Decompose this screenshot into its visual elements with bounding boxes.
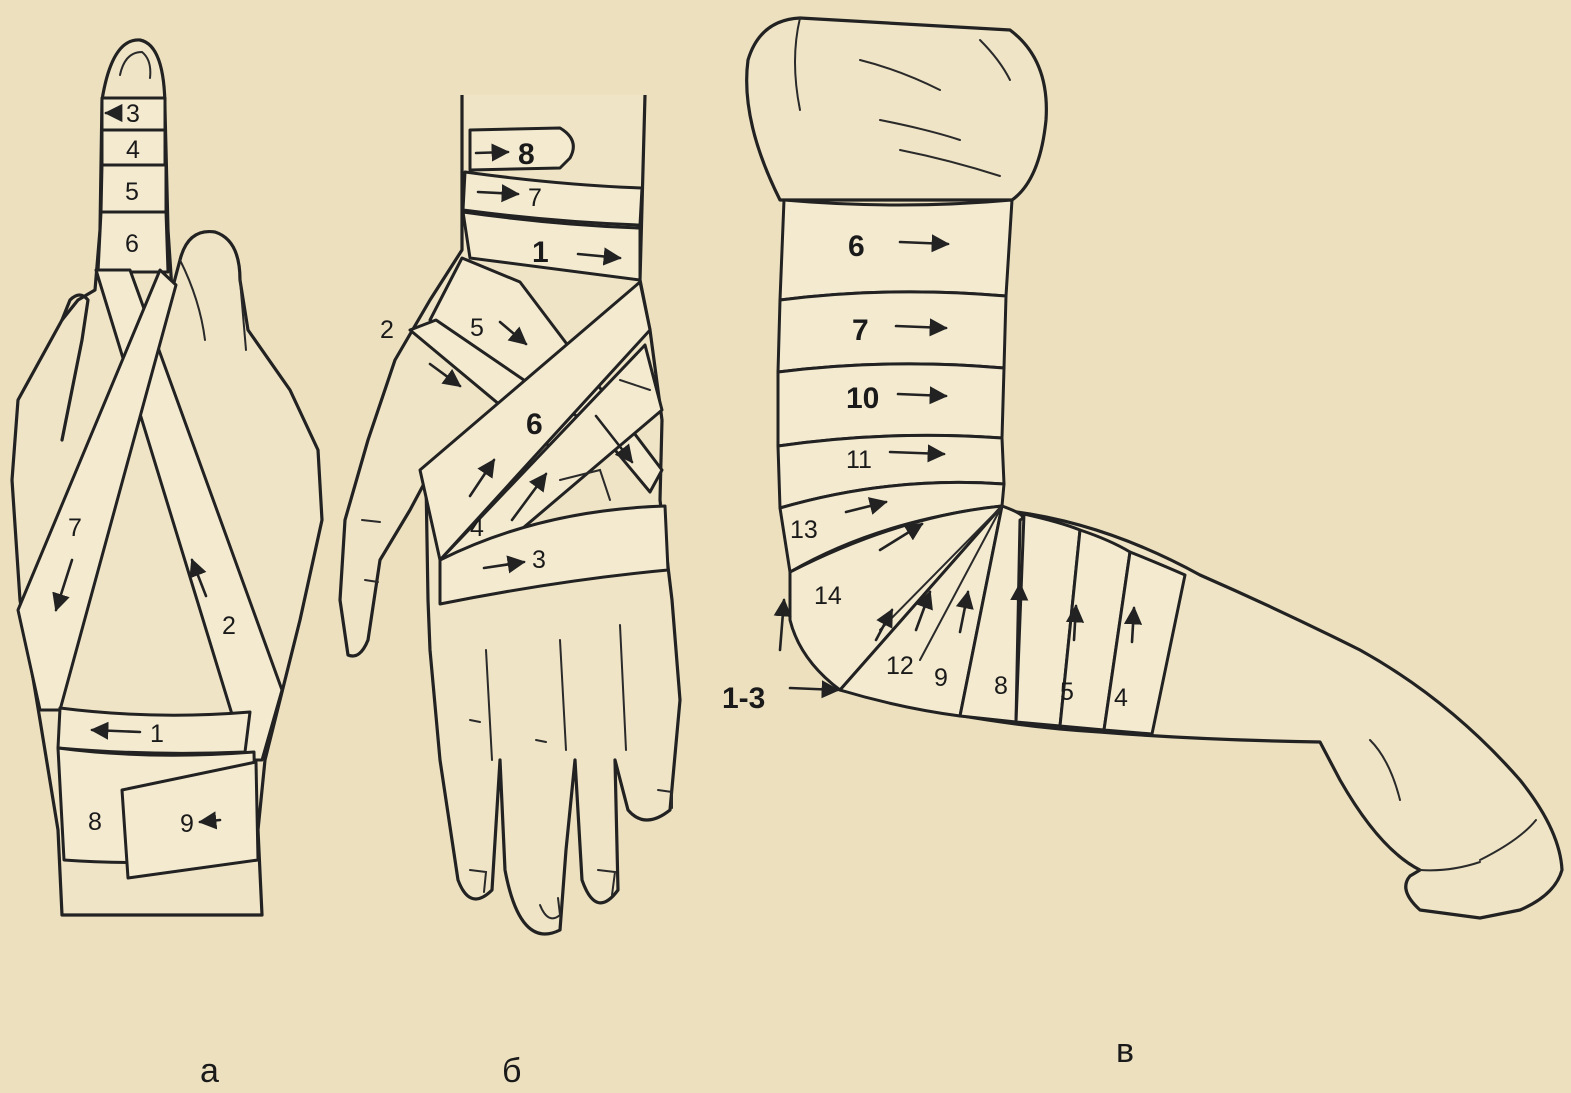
- label-b-3: 3: [532, 546, 546, 574]
- label-a-2: 2: [222, 612, 236, 640]
- sleeve: [747, 18, 1047, 200]
- caption-b: б: [502, 1052, 521, 1090]
- label-a-4: 4: [126, 136, 140, 164]
- label-c-4: 4: [1114, 684, 1128, 712]
- label-a-6: 6: [125, 230, 139, 258]
- label-c-7: 7: [852, 314, 869, 347]
- figure-a: 3 4 5 6 7 2 1 8 9 а: [12, 40, 322, 1090]
- figure-c: 6 7 10 11 13 14 12 9 8 5 4 1-3 в: [722, 18, 1562, 1070]
- figure-b: 8 7 1 2 5 6 4 3 б: [340, 95, 680, 1090]
- label-c-9: 9: [934, 664, 948, 692]
- label-c-1-3: 1-3: [722, 682, 765, 715]
- label-c-6: 6: [848, 230, 865, 263]
- label-c-14: 14: [814, 582, 842, 610]
- label-c-13: 13: [790, 516, 818, 544]
- label-c-12: 12: [886, 652, 914, 680]
- label-b-2: 2: [380, 316, 394, 344]
- label-b-8: 8: [518, 138, 535, 171]
- label-a-3: 3: [126, 100, 140, 128]
- label-b-4: 4: [470, 514, 484, 542]
- label-c-10: 10: [846, 382, 879, 415]
- label-b-1: 1: [532, 236, 549, 269]
- label-c-11: 11: [846, 446, 872, 474]
- label-a-8: 8: [88, 808, 102, 836]
- label-c-5: 5: [1060, 678, 1074, 706]
- label-b-6: 6: [526, 408, 543, 441]
- band-c-6: [780, 200, 1012, 300]
- label-c-8: 8: [994, 672, 1008, 700]
- label-a-7: 7: [68, 514, 82, 542]
- label-b-5: 5: [470, 314, 484, 342]
- band-c-7: [778, 292, 1006, 372]
- caption-c: в: [1116, 1032, 1134, 1070]
- label-a-1: 1: [150, 720, 164, 748]
- label-a-5: 5: [125, 178, 139, 206]
- caption-a: а: [200, 1052, 219, 1090]
- label-a-9: 9: [180, 810, 194, 838]
- band-c-10: [778, 364, 1004, 446]
- label-b-7: 7: [528, 184, 542, 212]
